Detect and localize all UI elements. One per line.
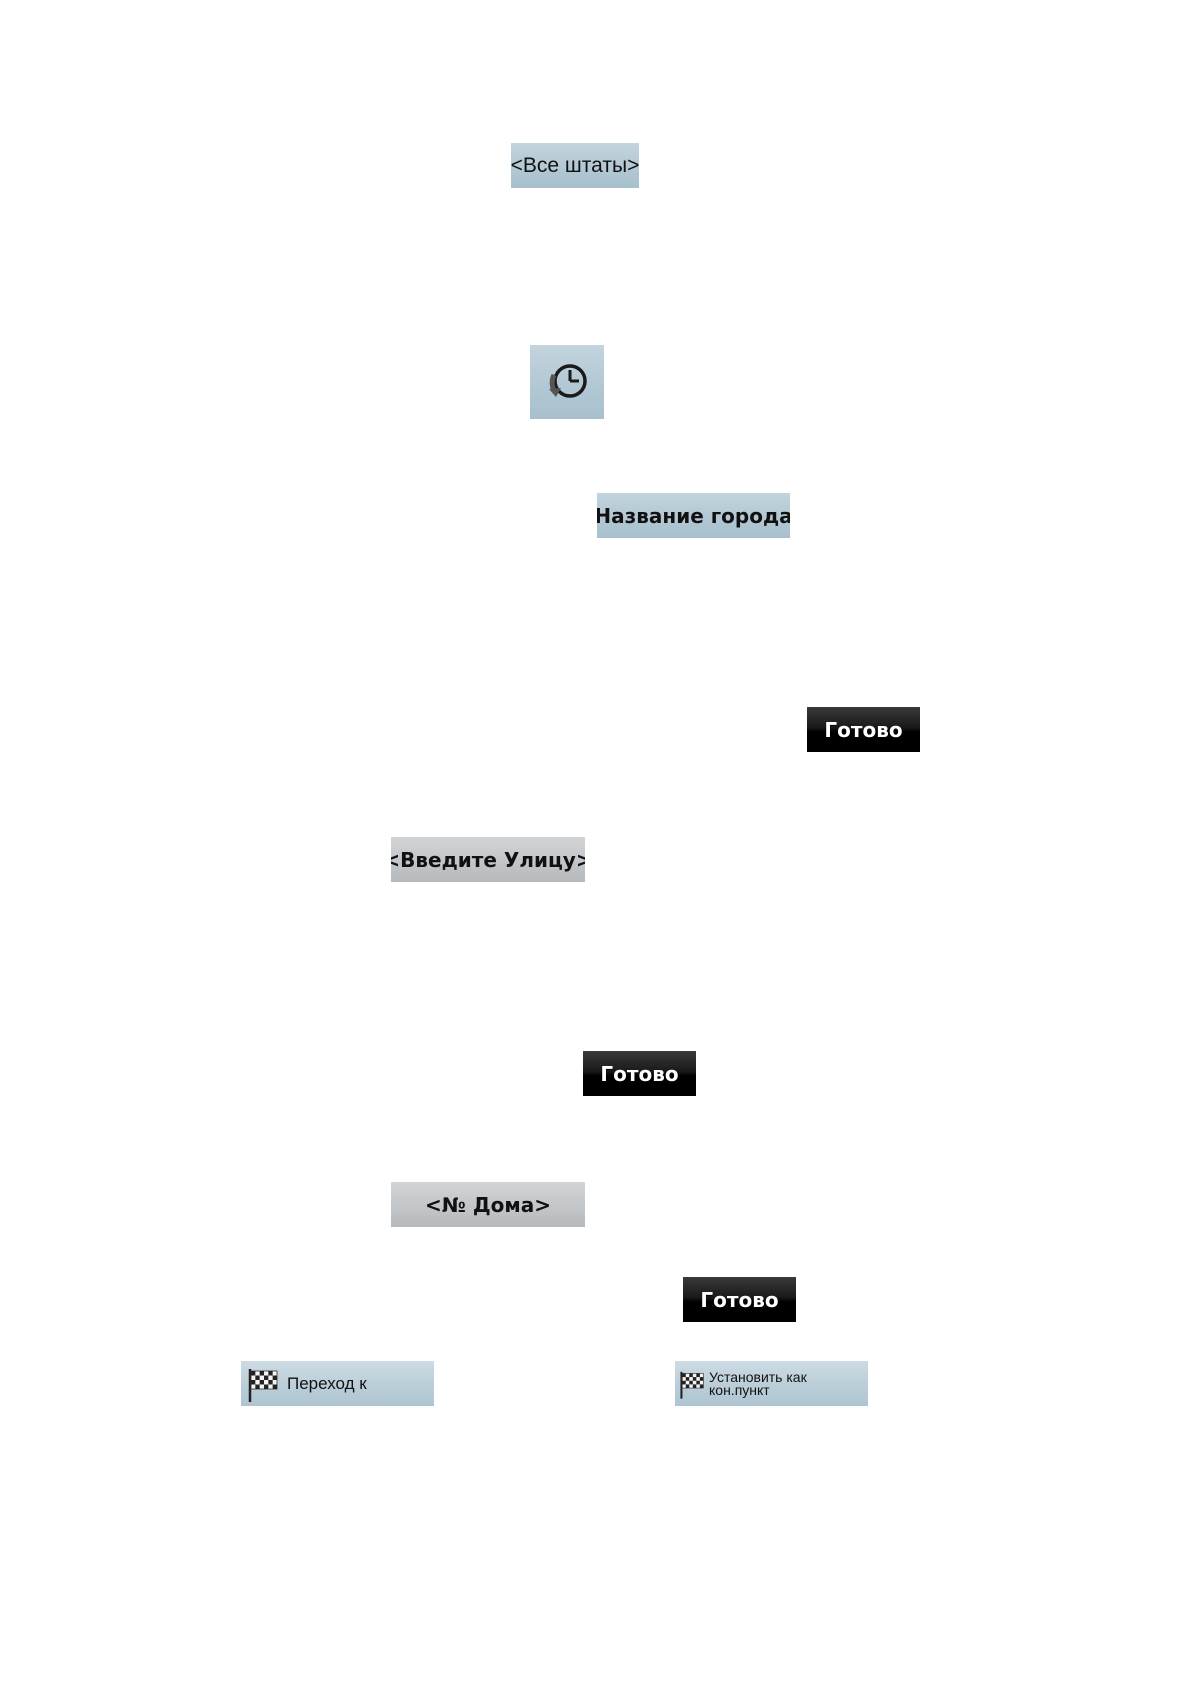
all-states-button[interactable]: <Все штаты> [511, 143, 639, 188]
house-number-label: <№ Дома> [425, 1192, 551, 1217]
done-label: Готово [824, 717, 903, 742]
go-to-label: Переход к [287, 1373, 367, 1393]
done-button[interactable]: Готово [683, 1277, 796, 1322]
checkered-flag-icon [248, 1368, 278, 1402]
go-to-button[interactable]: Переход к [241, 1361, 434, 1406]
set-as-destination-button[interactable]: Установить как кон.пункт [675, 1361, 868, 1406]
house-number-button[interactable]: <№ Дома> [391, 1182, 585, 1227]
history-clock-icon [549, 364, 587, 398]
set-as-destination-label: Установить как кон.пункт [709, 1368, 807, 1398]
city-name-label: <Название города> [597, 503, 790, 528]
history-button[interactable] [530, 345, 604, 419]
done-button[interactable]: Готово [807, 707, 920, 752]
done-button[interactable]: Готово [583, 1051, 696, 1096]
done-label: Готово [700, 1287, 779, 1312]
all-states-label: <Все штаты> [511, 153, 639, 177]
city-name-button[interactable]: <Название города> [597, 493, 790, 538]
done-label: Готово [600, 1061, 679, 1086]
enter-street-label: <Введите Улицу> [391, 847, 585, 872]
checkered-flag-icon [680, 1371, 704, 1399]
enter-street-button[interactable]: <Введите Улицу> [391, 837, 585, 882]
